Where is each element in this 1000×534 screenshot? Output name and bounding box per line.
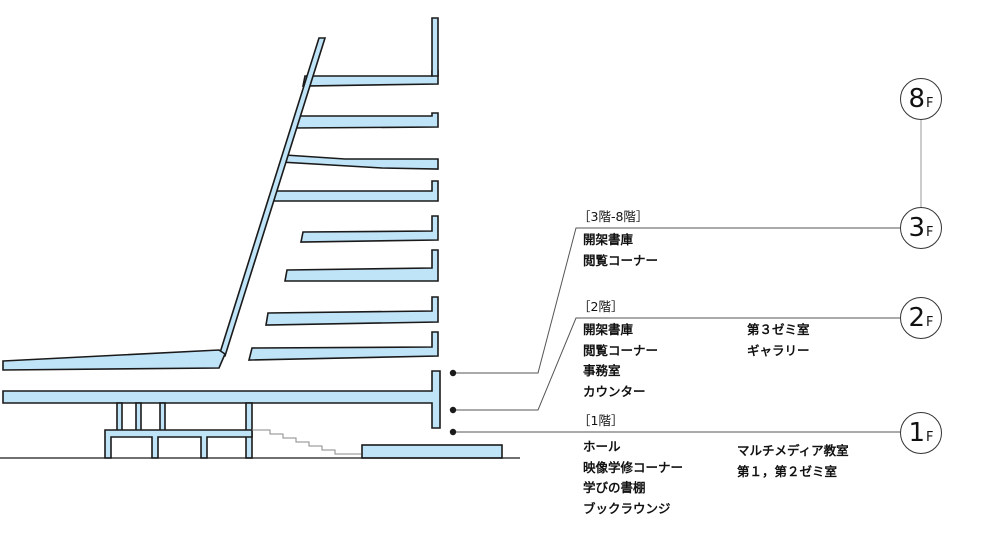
floor-slab-7 <box>291 112 439 129</box>
group-title-2f: ［2階］ <box>578 299 624 314</box>
floor-number: 1 <box>908 418 926 448</box>
room-label: ホール <box>583 439 621 454</box>
room-label: 第３ゼミ室 <box>747 322 810 337</box>
floor-unit: F <box>926 315 934 330</box>
room-list-1f-right: マルチメディア教室 第１，第２ゼミ室 <box>737 441 849 482</box>
room-label: 閲覧コーナー <box>583 342 659 358</box>
leader-line-2f <box>453 317 900 411</box>
floor-slab-5 <box>272 180 439 202</box>
column <box>135 402 142 434</box>
room-label: ブックラウンジ <box>583 500 671 516</box>
leader-dot <box>449 406 457 414</box>
group-title-3f-8f: ［3階-8階］ <box>578 209 649 224</box>
building-section <box>0 17 520 459</box>
room-label: カウンター <box>583 383 646 399</box>
room-label: 閲覧コーナー <box>583 252 659 268</box>
room-label: 事務室 <box>583 363 621 378</box>
leader-lines <box>453 120 922 433</box>
leader-dot <box>449 428 457 436</box>
room-list-2f-left: 開架書庫 閲覧コーナー 事務室 カウンター <box>583 320 658 402</box>
leader-dot <box>449 369 457 377</box>
group-title-1f: ［1階］ <box>578 413 624 428</box>
room-list-3f-8f: 開架書庫 閲覧コーナー <box>583 230 658 271</box>
floor-number: 8 <box>908 84 926 114</box>
room-label: ギャラリー <box>747 342 810 358</box>
floor-slab-3 <box>284 249 439 282</box>
leader-dots <box>449 369 457 436</box>
floor-unit: F <box>926 96 934 111</box>
room-label: マルチメディア教室 <box>737 443 849 458</box>
floor-unit: F <box>926 430 934 445</box>
ground-plaza <box>361 444 503 459</box>
floor-number: 2 <box>908 303 926 333</box>
leader-line-3f <box>453 227 900 374</box>
room-label: 映像学修コーナー <box>583 459 684 475</box>
floor-number: 3 <box>908 213 926 243</box>
floor-slab-8 <box>302 70 439 87</box>
floor-slab-1 <box>2 370 441 429</box>
room-label: 開架書庫 <box>583 232 634 247</box>
room-list-2f-right: 第３ゼミ室 ギャラリー <box>747 320 810 361</box>
floor-unit: F <box>926 225 934 240</box>
ground-frame <box>104 429 253 459</box>
floor-slab-2 <box>2 349 226 371</box>
floor-slab-4 <box>300 215 439 243</box>
room-label: 学びの書棚 <box>583 480 646 495</box>
room-label: 第１，第２ゼミ室 <box>737 463 838 479</box>
column <box>159 402 166 434</box>
floor-slab-2b <box>247 331 439 361</box>
column <box>116 402 123 434</box>
floor-slab-6 <box>279 154 439 170</box>
stair <box>252 429 361 455</box>
core-wall-top <box>431 17 439 77</box>
room-list-1f-left: ホール 映像学修コーナー 学びの書棚 ブックラウンジ <box>583 437 683 519</box>
room-label: 開架書庫 <box>583 322 634 337</box>
floor-slab-3b <box>265 296 439 326</box>
